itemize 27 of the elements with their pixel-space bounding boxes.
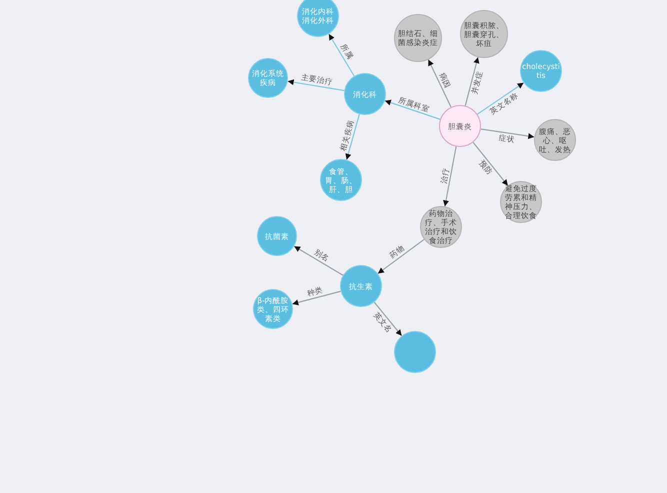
entity-circle xyxy=(460,10,508,58)
entity-circle xyxy=(394,331,436,373)
arrow xyxy=(288,79,344,92)
arrow xyxy=(294,246,344,276)
arrow xyxy=(292,290,341,306)
entity-circle xyxy=(394,14,442,62)
arrow xyxy=(477,82,524,115)
arrow xyxy=(472,142,508,186)
arrow xyxy=(328,34,355,76)
arrow xyxy=(378,239,424,274)
arrow xyxy=(374,302,402,336)
entity-circle xyxy=(520,50,562,92)
entity-circle xyxy=(534,119,576,161)
entity-circle xyxy=(340,265,382,307)
entity-circle xyxy=(297,0,339,37)
entity-circle xyxy=(257,216,297,256)
arrow xyxy=(464,57,480,106)
entity-circle xyxy=(253,289,293,329)
arrow xyxy=(443,146,457,206)
arrow xyxy=(428,59,452,108)
entity-circle xyxy=(439,105,481,147)
entity-circle xyxy=(248,58,288,98)
arrow xyxy=(345,114,360,160)
arrow xyxy=(384,100,440,120)
arrow xyxy=(480,128,534,140)
entity-circle xyxy=(344,73,386,115)
entity-circle xyxy=(320,159,362,201)
